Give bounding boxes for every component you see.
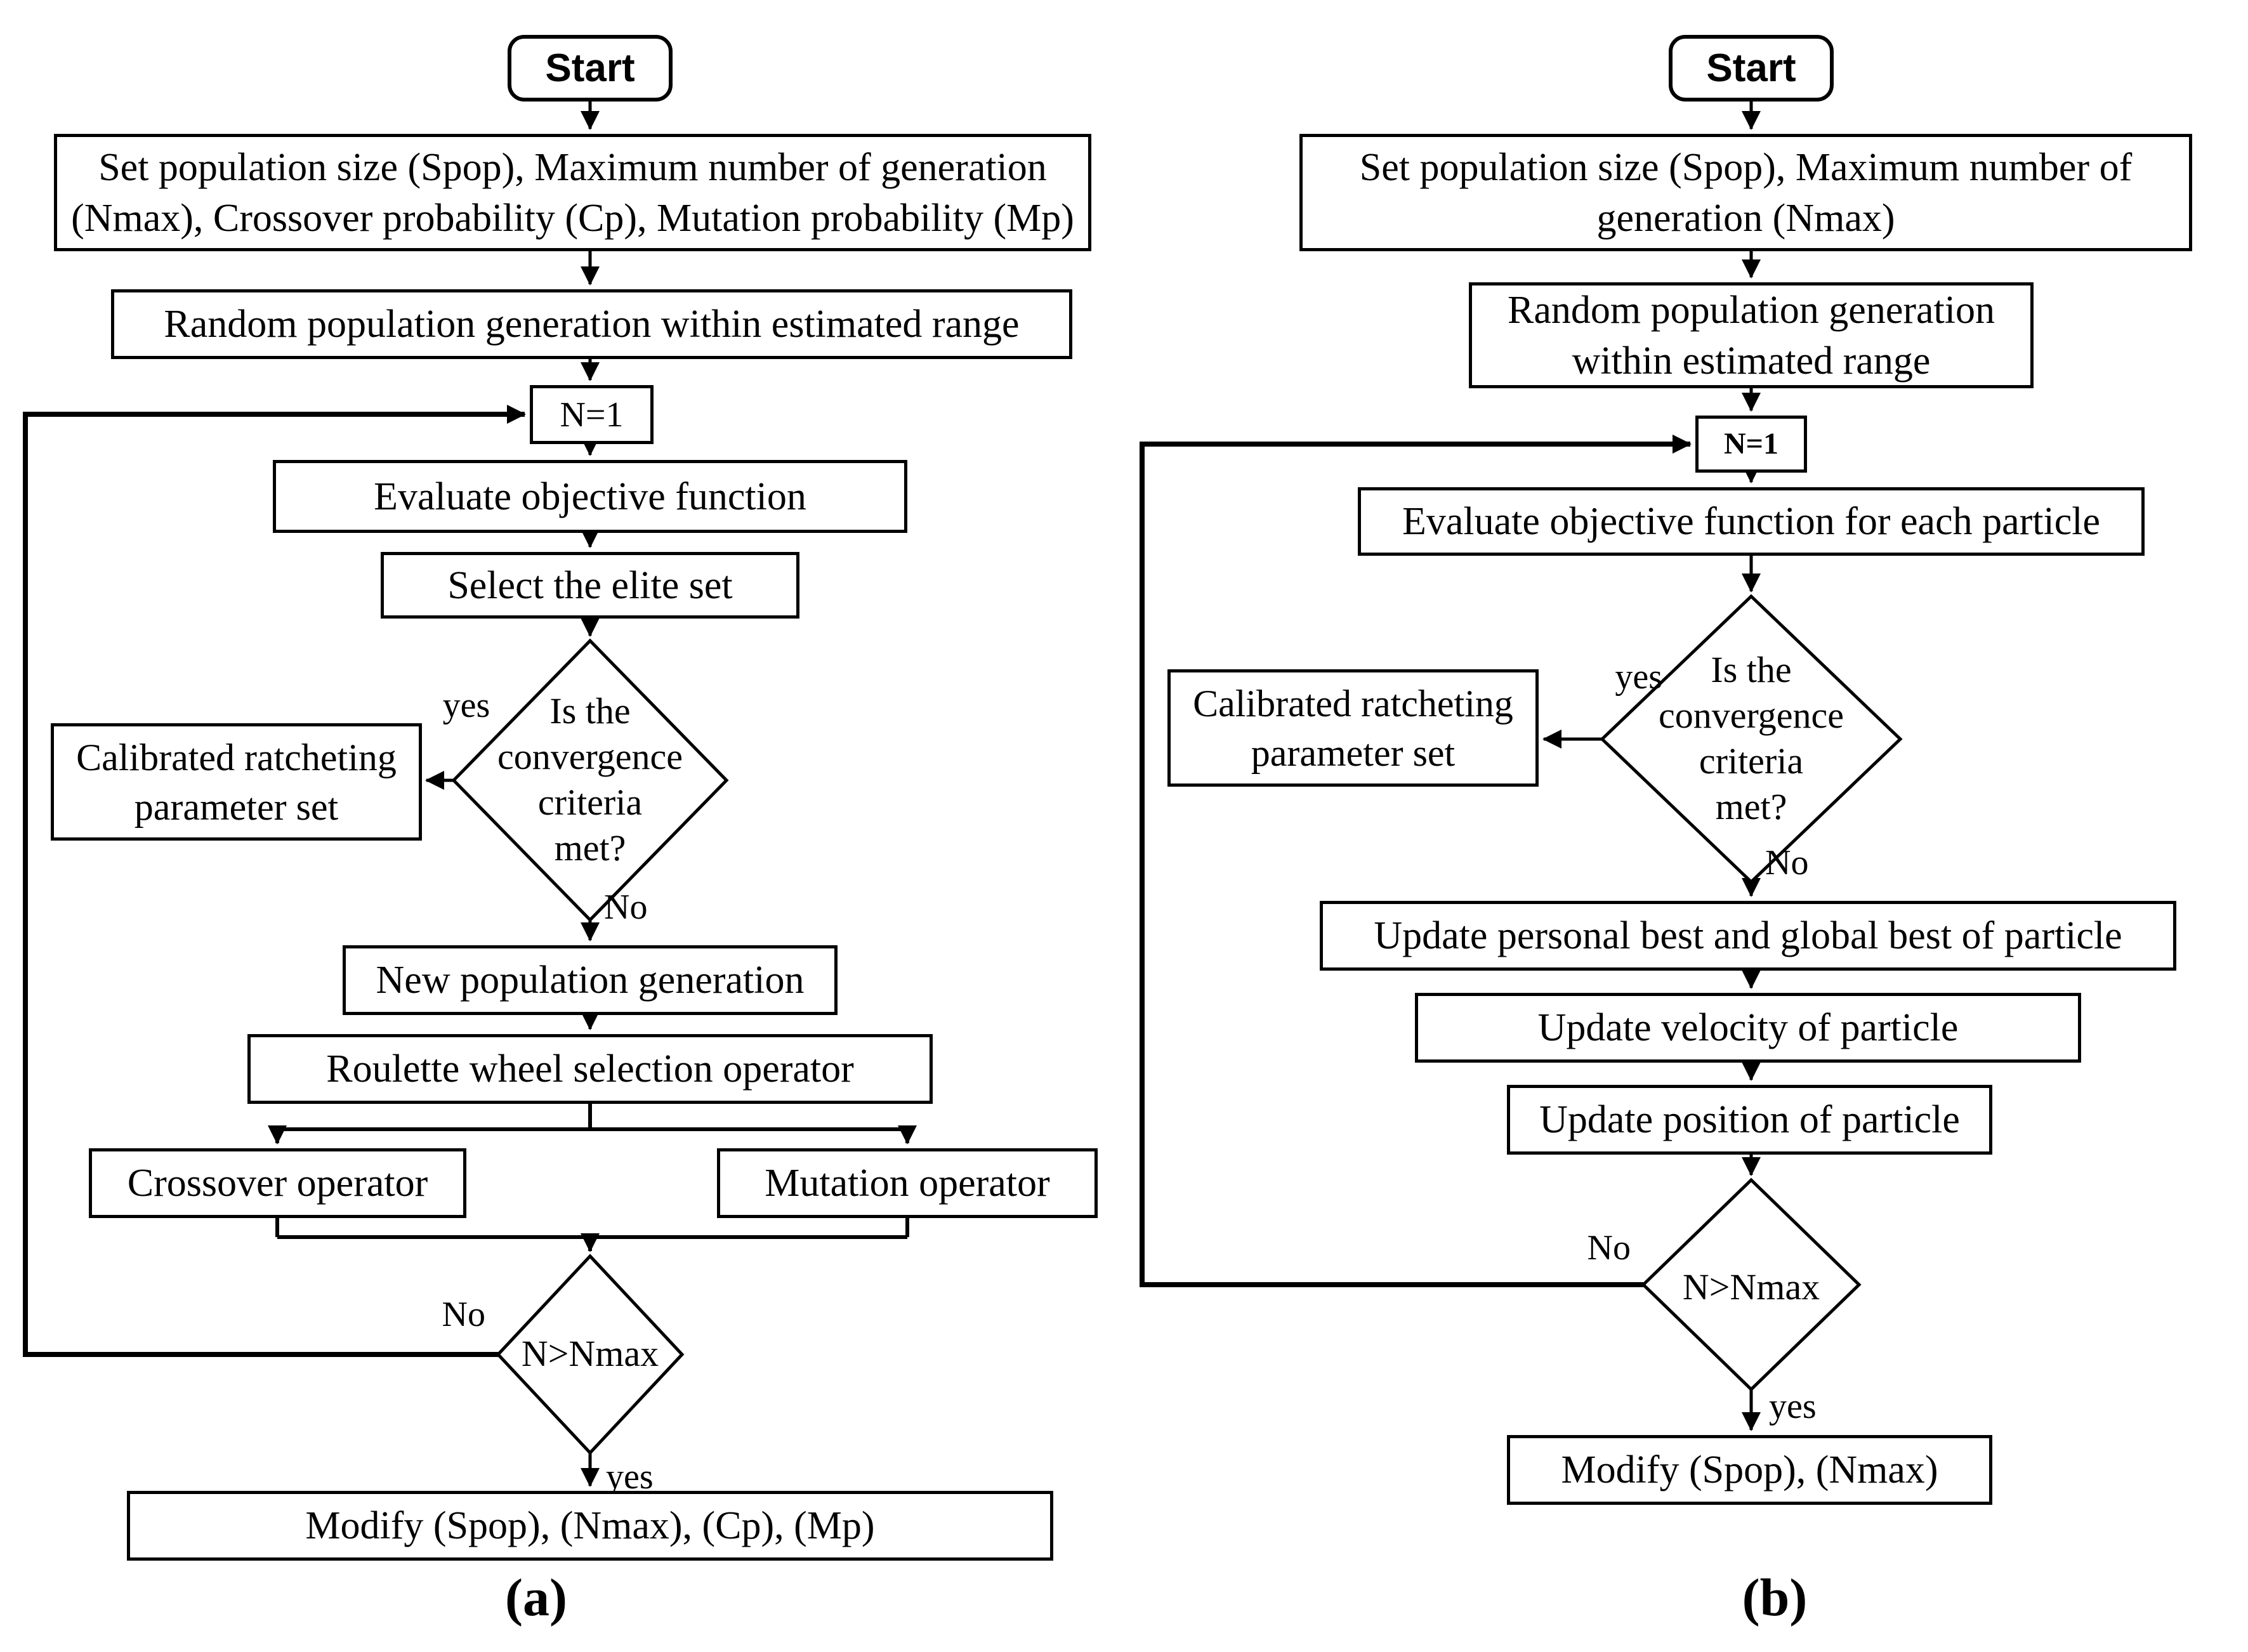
panel-a-start-node: Start	[508, 35, 673, 102]
set-params-line1: Set population size (Spop), Maximum numb…	[98, 145, 1047, 189]
set-params-line2: (Nmax), Crossover probability (Cp), Muta…	[71, 196, 1074, 240]
update-best-label: Update personal best and global best of …	[1374, 914, 2122, 957]
panel-b-convergence-text: Is the convergence criteria met?	[1602, 647, 1900, 830]
modify-label: Modify (Spop), (Nmax), (Cp), (Mp)	[305, 1504, 875, 1547]
random-pop-label: Random population generation within esti…	[164, 303, 1020, 346]
panel-b-nmax-yes-label: yes	[1769, 1387, 1817, 1426]
random-pop-line2: within estimated range	[1572, 339, 1931, 383]
random-pop-line1: Random population generation	[1508, 288, 1995, 332]
panel-a-calibrated-node: Calibrated ratcheting parameter set	[51, 723, 422, 841]
convergence-line2: convergence	[1659, 695, 1844, 736]
panel-a-crossover-node: Crossover operator	[89, 1148, 466, 1218]
panel-a-new-population-node: New population generation	[343, 945, 838, 1015]
convergence-line2: convergence	[497, 736, 683, 777]
convergence-line4: met?	[554, 827, 626, 869]
decision-diamonds	[451, 594, 1903, 1455]
crossover-label: Crossover operator	[127, 1162, 428, 1205]
panel-b-random-pop-node: Random population generation within esti…	[1469, 282, 2034, 388]
roulette-label: Roulette wheel selection operator	[326, 1047, 854, 1091]
evaluate-label: Evaluate objective function for each par…	[1402, 500, 2100, 543]
panel-b-convergence-diamond	[1600, 594, 1903, 884]
panel-b-nmax-no-label: No	[1587, 1228, 1631, 1268]
update-velocity-label: Update velocity of particle	[1537, 1006, 1959, 1049]
panel-b-caption: (b)	[1742, 1568, 1808, 1627]
panel-b-nmax-diamond	[1641, 1177, 1862, 1392]
panel-b-set-params-node: Set population size (Spop), Maximum numb…	[1299, 134, 2192, 251]
panel-a-convergence-diamond	[451, 638, 729, 922]
panel-a-modify-node: Modify (Spop), (Nmax), (Cp), (Mp)	[127, 1491, 1053, 1561]
convergence-line4: met?	[1715, 786, 1787, 827]
panel-a-random-pop-node: Random population generation within esti…	[111, 289, 1072, 359]
set-params-line2: generation (Nmax)	[1596, 196, 1895, 240]
panel-a-connectors	[23, 102, 917, 1487]
update-position-label: Update position of particle	[1539, 1098, 1960, 1141]
counter-label: N=1	[1723, 427, 1778, 461]
panel-b-nmax-text: N>Nmax	[1682, 1266, 1820, 1308]
panel-a-start-label: Start	[545, 46, 635, 90]
panel-b-convergence-no-label: No	[1765, 843, 1809, 882]
panel-a-evaluate-node: Evaluate objective function	[273, 460, 907, 533]
convergence-line1: Is the	[549, 690, 631, 731]
panel-b-start-node: Start	[1669, 35, 1834, 102]
panel-a-convergence-no-label: No	[604, 888, 648, 927]
panel-b-update-best-node: Update personal best and global best of …	[1320, 901, 2176, 971]
panel-a-set-params-node: Set population size (Spop), Maximum numb…	[54, 134, 1091, 251]
panel-b-counter-node: N=1	[1695, 416, 1807, 473]
panel-a-select-elite-node: Select the elite set	[381, 552, 799, 619]
modify-label: Modify (Spop), (Nmax)	[1561, 1448, 1938, 1491]
calibrated-line2: parameter set	[1251, 731, 1456, 774]
select-elite-label: Select the elite set	[447, 563, 733, 607]
evaluate-label: Evaluate objective function	[374, 475, 806, 518]
panel-a-counter-node: N=1	[530, 385, 654, 444]
convergence-line1: Is the	[1711, 649, 1792, 690]
new-population-label: New population generation	[376, 959, 805, 1002]
panel-a-convergence-text: Is the convergence criteria met?	[454, 688, 726, 871]
panel-a-mutation-node: Mutation operator	[717, 1148, 1098, 1218]
panel-b-calibrated-node: Calibrated ratcheting parameter set	[1167, 669, 1539, 787]
calibrated-line1: Calibrated ratcheting	[76, 736, 397, 778]
calibrated-line2: parameter set	[134, 785, 339, 828]
panel-b-modify-node: Modify (Spop), (Nmax)	[1507, 1435, 1992, 1505]
panel-a-nmax-no-label: No	[442, 1295, 485, 1334]
panel-b-update-position-node: Update position of particle	[1507, 1085, 1992, 1155]
set-params-line1: Set population size (Spop), Maximum numb…	[1359, 145, 2133, 189]
panel-a-caption: (a)	[505, 1568, 567, 1627]
panel-a-nmax-text: N>Nmax	[521, 1333, 659, 1374]
panel-a-roulette-node: Roulette wheel selection operator	[247, 1034, 933, 1104]
panel-b-evaluate-node: Evaluate objective function for each par…	[1358, 487, 2145, 556]
counter-label: N=1	[560, 395, 624, 435]
panel-b-start-label: Start	[1706, 46, 1796, 90]
panel-a-nmax-diamond	[496, 1254, 685, 1455]
calibrated-line1: Calibrated ratcheting	[1193, 682, 1513, 724]
panel-b-update-velocity-node: Update velocity of particle	[1415, 993, 2081, 1063]
convergence-line3: criteria	[1699, 740, 1804, 782]
panel-a-convergence-yes-label: yes	[442, 686, 490, 725]
convergence-line3: criteria	[537, 782, 643, 823]
panel-b-connectors	[1140, 102, 1761, 1431]
panel-b-convergence-yes-label: yes	[1615, 657, 1662, 697]
panel-a-nmax-yes-label: yes	[606, 1457, 654, 1497]
mutation-label: Mutation operator	[765, 1162, 1050, 1205]
